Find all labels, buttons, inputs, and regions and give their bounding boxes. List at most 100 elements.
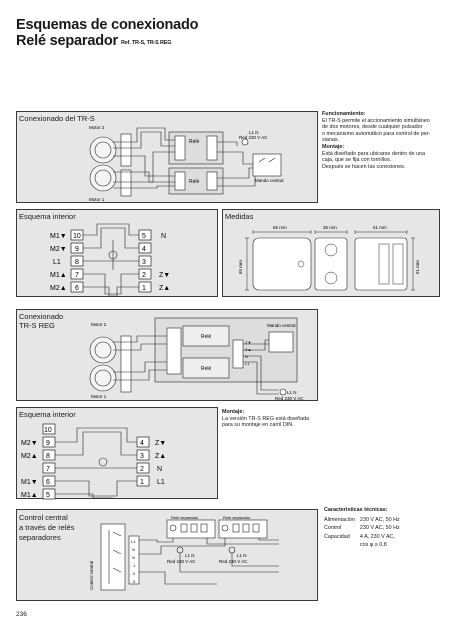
wiring-diagram-trs-reg: Relé Relé Motor 2 Motor 1 Mando central …: [89, 317, 304, 401]
row-right-label: Z▼: [155, 440, 166, 447]
supply-b-voltage: Red 230 V AC: [219, 559, 248, 564]
terminal-n: N: [245, 354, 248, 359]
supply-label: L1 N: [249, 130, 259, 135]
spec-row: Alimentación 230 V AC, 50 Hz: [324, 517, 405, 526]
supply-voltage-label: Red 230 V AC: [275, 396, 304, 401]
row-left-num: 10: [73, 233, 81, 240]
motor-2-label: Motor 2: [91, 322, 107, 327]
row-right-label: Z▼: [159, 272, 170, 279]
rele-separador-a: Relé separador: [171, 515, 199, 520]
terminal-z-down: Z▼: [245, 340, 251, 345]
rele-label-2: Relé: [201, 366, 212, 372]
spec-row: cos φ ≥ 0,8: [324, 542, 405, 551]
spec-key: Control: [324, 525, 342, 532]
row-right-num: 1: [140, 479, 144, 486]
funcionamiento-line: El TR-S permite el accionamiento simultá…: [322, 117, 430, 124]
panel-control-central: Control central a través de relés separa…: [16, 509, 318, 601]
spec-key: [324, 542, 360, 551]
panel-medidas: Medidas 65 mm 36 mm 51 mm 65 mm 51 mm: [222, 209, 440, 297]
row-left-label: M1▲: [50, 272, 67, 279]
panel-label-line3: separadores: [19, 533, 61, 542]
row-left-num: 8: [46, 453, 50, 460]
row-left-num: 7: [46, 466, 50, 473]
funcionamiento-block: Funcionamiento: El TR-S permite el accio…: [322, 111, 440, 170]
panel-conexionado-trs: Conexionado del TR-S: [16, 111, 318, 203]
panel-label: Conexionado del TR-S: [19, 114, 95, 123]
rele-label-2: Relé: [189, 179, 200, 185]
control-central-label: Control central: [89, 561, 94, 590]
panel-label-line1: Conexionado: [19, 312, 64, 321]
internal-schematic-reg: 10 M2▼ 9 4 Z▼ M2▲ 8 3 Z▲ 7 2 N M1▼ 6 1 L…: [21, 423, 166, 500]
montaje-reg-line: para su montaje en carril DIN.: [222, 422, 294, 429]
row-right-label: Z▲: [155, 453, 166, 460]
row-left-num: 9: [46, 440, 50, 447]
spec-key: Capacidad: [324, 533, 350, 540]
supply-voltage-label: Red 230 V AC: [239, 135, 268, 140]
terminal-l1: L1: [131, 539, 136, 544]
montaje-reg-heading: Montaje:: [222, 409, 245, 415]
spec-key: Alimentación: [324, 516, 355, 523]
montaje-line: Está diseñado para ubicarse dentro de un…: [322, 150, 426, 157]
funcionamiento-line: sianas.: [322, 137, 340, 144]
mando-central-label: Mando central: [267, 323, 296, 328]
row-right-label: Z▲: [159, 285, 170, 292]
top-num: 10: [44, 427, 52, 434]
internal-schematic: M1▼ 10 5 N M2▼ 9 4 L1 8 3 M1▲ 7 2 Z▼ M2▲…: [50, 223, 170, 297]
row-right-num: 3: [140, 453, 144, 460]
panel-label-line2: TR-S REG: [19, 321, 55, 330]
panel-esquema-interior: Esquema interior M1▼ 10 5 N: [16, 209, 218, 297]
panel-label-line1: Control central: [19, 513, 68, 522]
page-number: 236: [16, 611, 27, 618]
rele-separador-b: Relé separador: [223, 515, 251, 520]
row-left-num: 6: [46, 479, 50, 486]
spec-value: cos φ ≥ 0,8: [359, 542, 387, 549]
mando-central-label: Mando central: [255, 178, 284, 183]
row-left-label: M2▼: [50, 246, 67, 253]
row-left-label: L1: [53, 259, 61, 266]
montaje-reg-block: Montaje: La versión TR-S REG está diseña…: [222, 409, 362, 429]
row-left-num: 9: [75, 246, 79, 253]
row-right-label: N: [157, 466, 162, 473]
panel-label: Esquema interior: [19, 212, 76, 221]
row-right-label: L1: [157, 479, 165, 486]
page-title: Esquemas de conexionado: [16, 17, 199, 33]
terminal-1: 1: [133, 563, 136, 568]
row-right-num: 5: [142, 233, 146, 240]
dim-width: 65 mm: [273, 225, 287, 230]
dimensions-drawing: 65 mm 36 mm 51 mm 65 mm 51 mm: [238, 225, 420, 291]
dim-height-2: 51 mm: [415, 260, 420, 274]
spec-value: 230 V AC, 50 Hz: [359, 516, 400, 523]
montaje-line: caja, que se fija con tornillos.: [322, 157, 392, 164]
supply-a-label: L1 N: [185, 553, 195, 558]
dim-depth: 36 mm: [323, 225, 337, 230]
funcionamiento-line: o mecanismo automático para control de p…: [322, 130, 431, 137]
motor-1-label: Motor 1: [91, 394, 107, 399]
supply-label: L1 N: [287, 390, 297, 395]
montaje-line: Después se hacen las conexiones.: [322, 163, 406, 170]
funcionamiento-heading: Funcionamiento:: [322, 111, 366, 117]
row-left-label: M1▼: [50, 233, 67, 240]
terminal-3: 3: [133, 579, 136, 584]
dim-width-2: 51 mm: [373, 225, 387, 230]
row-left-label: M2▲: [50, 285, 67, 292]
terminal-z-up: Z▲: [245, 347, 251, 352]
subtitle-text: Relé separador: [16, 33, 118, 49]
specs-heading: Características técnicas:: [324, 507, 388, 513]
row-left-label: M2▲: [21, 453, 38, 460]
row-right-label: N: [161, 233, 166, 240]
montaje-heading: Montaje:: [322, 143, 345, 150]
row-left-label: M1▼: [21, 479, 38, 486]
dim-height: 65 mm: [238, 260, 243, 274]
panel-conexionado-trs-reg: Conexionado TR-S REG Relé Relé Mo: [16, 309, 318, 401]
row-left-num: 6: [75, 285, 79, 292]
row-left-num: 7: [75, 272, 79, 279]
reference: Ref. TR-S, TR-S REG: [120, 40, 172, 46]
control-central-diagram: Control central Relé separador Relé sepa…: [89, 515, 279, 591]
panel-esquema-interior-reg: Esquema interior 10 M2▼ 9 4 Z▼: [16, 407, 218, 500]
funcionamiento-line: de dos motores, desde cualquier pulsador: [322, 124, 423, 131]
motor-2-label: Motor 2: [89, 125, 105, 130]
